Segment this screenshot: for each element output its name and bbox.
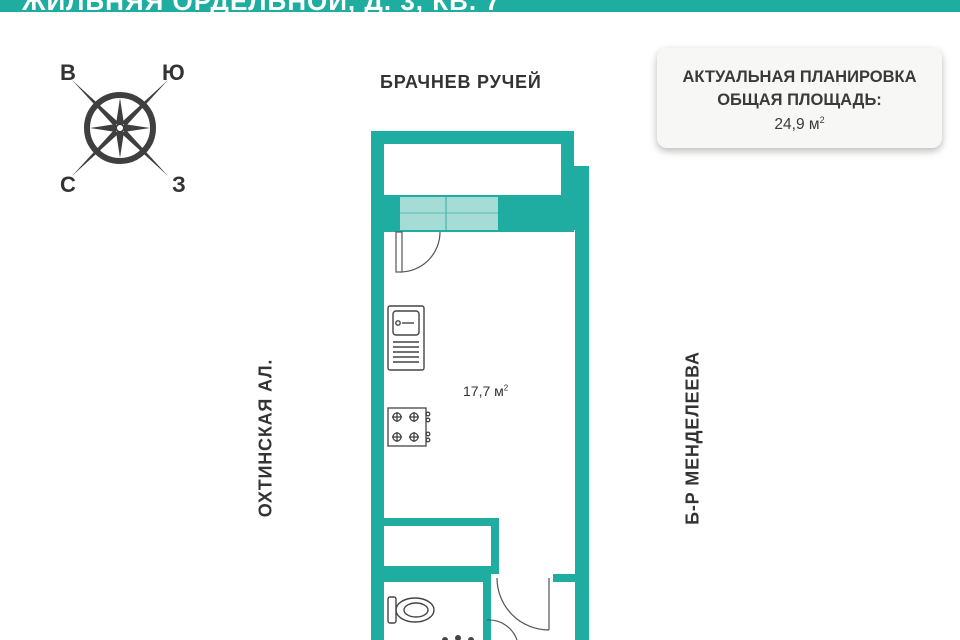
window-glass bbox=[400, 197, 498, 230]
door-swing-icon bbox=[395, 231, 441, 273]
stove-icon bbox=[387, 407, 431, 447]
compass: В Ю С З bbox=[50, 58, 200, 198]
compass-letter-south: С bbox=[60, 172, 76, 197]
compass-letter-west: З bbox=[172, 172, 186, 197]
bathroom-door bbox=[486, 619, 518, 640]
total-area-label: ОБЩАЯ ПЛОЩАДЬ: bbox=[717, 91, 882, 109]
plan-title: АКТУАЛЬНАЯ ПЛАНИРОВКА bbox=[682, 68, 917, 86]
info-card: АКТУАЛЬНАЯ ПЛАНИРОВКА ОБЩАЯ ПЛОЩАДЬ: 24,… bbox=[657, 48, 942, 148]
header-banner-text: ЖИЛЬНЯЯ ОРДЕЛЬНОЙ, Д. 3, КВ. 7 bbox=[22, 0, 501, 12]
room-area-label: 17,7 м2 bbox=[463, 383, 509, 399]
compass-letter-north: В bbox=[60, 60, 76, 85]
compass-rose-icon bbox=[72, 80, 168, 176]
hallway-door bbox=[496, 577, 550, 631]
street-label-top: БРАЧНЕВ РУЧЕЙ bbox=[380, 72, 542, 92]
header-banner: ЖИЛЬНЯЯ ОРДЕЛЬНОЙ, Д. 3, КВ. 7 bbox=[0, 0, 960, 12]
sink-icon bbox=[387, 305, 425, 371]
total-area-value: 24,9 м2 bbox=[774, 115, 825, 134]
toilet-icon bbox=[387, 596, 435, 624]
compass-letter-east: Ю bbox=[162, 60, 185, 85]
